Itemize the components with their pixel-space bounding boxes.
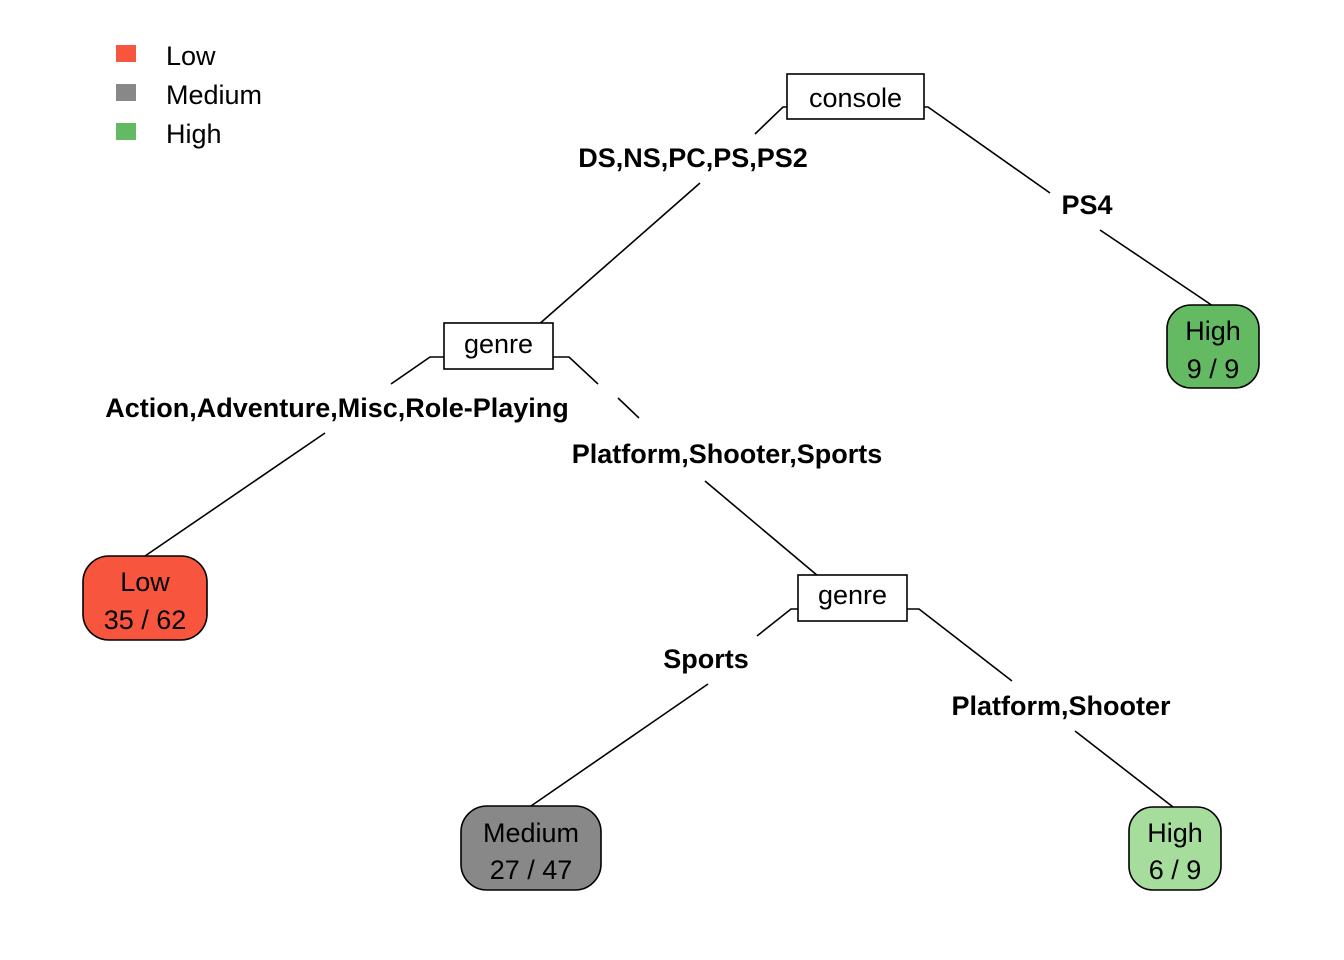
split-node-genre1: genre (443, 322, 554, 370)
legend-label-medium: Medium (166, 80, 262, 110)
leaf-box (1166, 304, 1260, 389)
edge-line-segment (1074, 730, 1174, 808)
edge-label-genre1-right: Platform,Shooter,Sports (572, 439, 883, 469)
edge-line-segment (907, 608, 1013, 682)
split-node-root: console (786, 73, 925, 120)
legend-swatch-low (116, 45, 136, 62)
split-box (443, 322, 554, 370)
edge-line-segment (536, 182, 701, 327)
edge-line-segment (924, 106, 1051, 194)
leaf-node-low: Low 35 / 62 (82, 555, 208, 641)
leaf-class: Low (120, 567, 170, 597)
edge-line-segment (756, 608, 798, 637)
edge-genre1-right: Platform,Shooter,Sports (553, 356, 883, 577)
leaf-class: High (1147, 818, 1203, 848)
edge-root-right: PS4 (924, 106, 1214, 307)
edge-genre2-left: Sports (530, 608, 798, 807)
legend-label-low: Low (166, 41, 216, 71)
split-variable: genre (464, 329, 533, 359)
edge-line-segment (704, 480, 819, 577)
split-node-genre2: genre (797, 574, 908, 622)
leaf-count: 6 / 9 (1149, 855, 1202, 885)
edge-line-segment (553, 356, 599, 385)
edge-genre2-right: Platform,Shooter (907, 608, 1174, 808)
split-box (786, 73, 925, 120)
edge-label-root-left: DS,NS,PC,PS,PS2 (578, 143, 808, 173)
legend-swatch-medium (116, 84, 136, 101)
leaf-node-high2: High 6 / 9 (1128, 806, 1222, 891)
edge-line-segment (144, 432, 326, 557)
legend-swatch-high (116, 123, 136, 140)
split-variable: console (809, 83, 902, 113)
split-box (797, 574, 908, 622)
legend-label-high: High (166, 119, 222, 149)
edge-genre1-left: Action,Adventure,Misc,Role-Playing (105, 356, 569, 557)
leaf-box (460, 805, 602, 891)
leaf-class: Medium (483, 818, 579, 848)
leaf-count: 9 / 9 (1187, 354, 1240, 384)
leaf-count: 27 / 47 (490, 855, 573, 885)
leaf-node-medium: Medium 27 / 47 (460, 805, 602, 891)
edge-label-genre2-right: Platform,Shooter (951, 691, 1171, 721)
edge-line-segment (1099, 229, 1214, 307)
leaf-box (82, 555, 208, 641)
edge-label-genre2-left: Sports (663, 644, 749, 674)
edge-line-segment (530, 683, 709, 807)
split-variable: genre (818, 580, 887, 610)
leaf-node-ps4-high: High 9 / 9 (1166, 304, 1260, 389)
edge-line-segment (390, 356, 444, 385)
edge-label-root-right: PS4 (1061, 190, 1112, 220)
edge-root-left: DS,NS,PC,PS,PS2 (536, 106, 808, 327)
edge-label-genre1-left: Action,Adventure,Misc,Role-Playing (105, 393, 569, 423)
legend: Low Medium High (116, 41, 262, 149)
leaf-box (1128, 806, 1222, 891)
edge-line-segment (754, 106, 787, 135)
leaf-count: 35 / 62 (104, 605, 187, 635)
leaf-class: High (1185, 316, 1241, 346)
edge-line-segment (617, 397, 640, 419)
